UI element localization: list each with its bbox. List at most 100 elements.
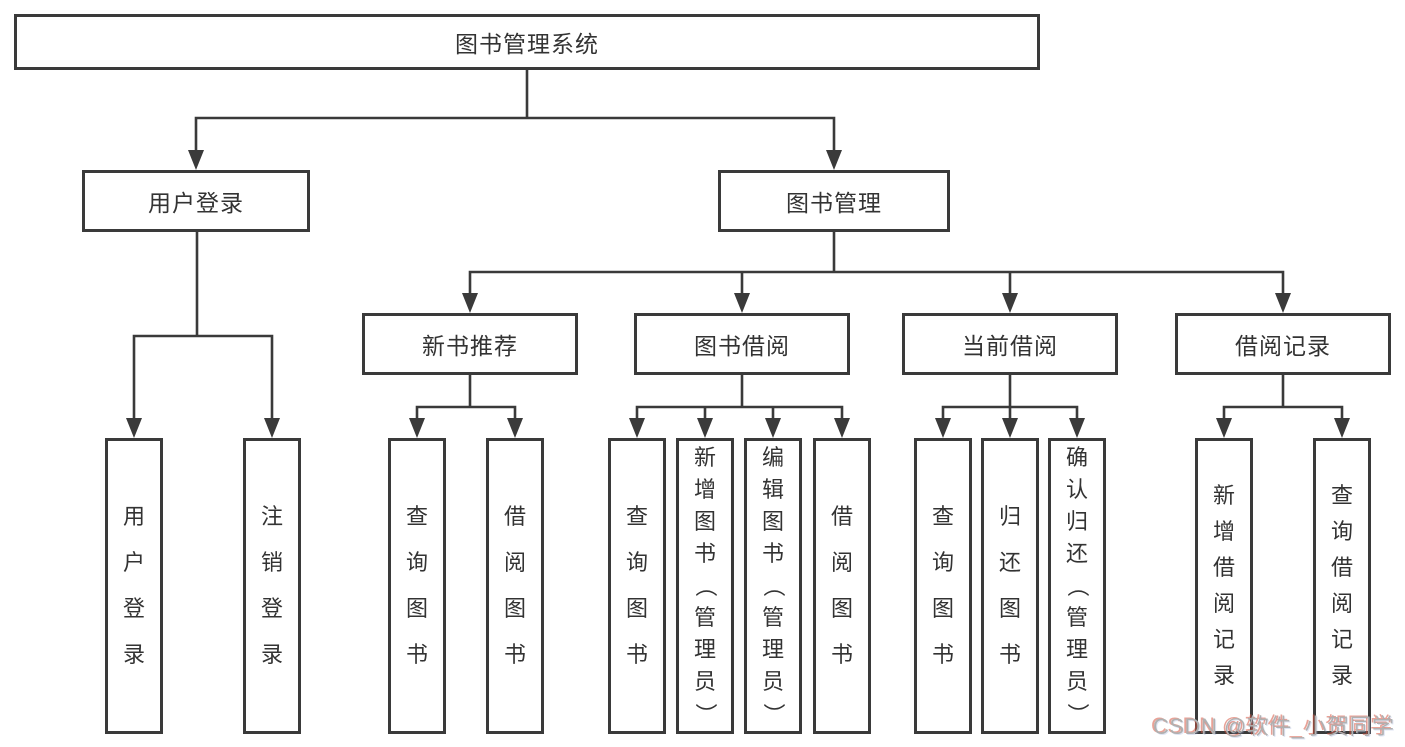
- vertical-char: 销: [260, 550, 283, 575]
- arrowhead-icon: [1002, 418, 1018, 438]
- vertical-char: 增: [1212, 519, 1235, 544]
- vertical-char: 辑: [761, 477, 784, 502]
- vertical-char: 管: [693, 605, 716, 630]
- node-new-books: 新书推荐: [362, 313, 578, 375]
- vertical-char: 图: [830, 596, 853, 621]
- vertical-char: （: [1065, 574, 1090, 597]
- node-label: 查询图书: [917, 441, 969, 731]
- vertical-char: 图: [931, 596, 954, 621]
- connector-root-to-level2: [188, 68, 842, 170]
- node-label: 借阅记录: [1235, 333, 1331, 359]
- node-label: 编辑图书（管理员）: [747, 441, 799, 731]
- vertical-char: 图: [405, 596, 428, 621]
- vertical-char: 管: [761, 605, 784, 630]
- leaf-records-add: 新增借阅记录: [1195, 438, 1253, 734]
- connector-current-borrow-branch: [935, 373, 1085, 438]
- vertical-char: 书: [405, 642, 428, 667]
- leaf-borrow-add: 新增图书（管理员）: [676, 438, 734, 734]
- connector-user-login-branch: [126, 230, 280, 438]
- vertical-char: 借: [503, 504, 526, 529]
- node-label: 新增借阅记录: [1198, 441, 1250, 731]
- vertical-char: （: [693, 574, 718, 597]
- vertical-char: 图: [693, 509, 716, 534]
- node-label: 确认归还（管理员）: [1051, 441, 1103, 731]
- node-label: 新书推荐: [422, 333, 518, 359]
- vertical-char: 询: [1330, 519, 1353, 544]
- arrowhead-icon: [507, 418, 523, 438]
- node-label: 用户登录: [108, 441, 160, 731]
- arrowhead-icon: [734, 293, 750, 313]
- connector-book-mgmt-branch: [462, 230, 1291, 313]
- leaf-borrow-borrow: 借阅图书: [813, 438, 871, 734]
- vertical-char: 记: [1330, 627, 1353, 652]
- vertical-char: 确: [1065, 445, 1088, 470]
- vertical-char: 管: [1065, 605, 1088, 630]
- vertical-char: 新: [1212, 483, 1235, 508]
- node-label: 图书管理: [786, 190, 882, 216]
- connector-book-borrow-branch: [629, 373, 850, 438]
- vertical-char: 借: [1212, 555, 1235, 580]
- vertical-char: ）: [693, 702, 718, 725]
- vertical-char: 登: [260, 596, 283, 621]
- vertical-char: 用: [122, 504, 145, 529]
- arrowhead-icon: [462, 293, 478, 313]
- connector-line: [194, 68, 836, 154]
- leaf-logout: 注销登录: [243, 438, 301, 734]
- vertical-char: 查: [1330, 483, 1353, 508]
- vertical-char: 户: [122, 550, 145, 575]
- leaf-records-query: 查询借阅记录: [1313, 438, 1371, 734]
- vertical-char: 借: [1330, 555, 1353, 580]
- watermark: CSDN @软件_小贺同学: [1153, 714, 1395, 739]
- leaf-user-login: 用户登录: [105, 438, 163, 734]
- node-root-system: 图书管理系统: [14, 14, 1040, 70]
- node-current-borrow: 当前借阅: [902, 313, 1118, 375]
- node-label: 查询借阅记录: [1316, 441, 1368, 731]
- arrowhead-icon: [1334, 418, 1350, 438]
- arrowhead-icon: [1002, 293, 1018, 313]
- node-label: 借阅图书: [489, 441, 541, 731]
- leaf-current-return: 归还图书: [981, 438, 1039, 734]
- node-label: 借阅图书: [816, 441, 868, 731]
- vertical-char: 图: [998, 596, 1021, 621]
- leaf-current-confirm: 确认归还（管理员）: [1048, 438, 1106, 734]
- vertical-char: 阅: [503, 550, 526, 575]
- vertical-char: 询: [931, 550, 954, 575]
- vertical-char: 新: [693, 445, 716, 470]
- vertical-char: 增: [693, 477, 716, 502]
- vertical-char: 询: [405, 550, 428, 575]
- arrowhead-icon: [188, 150, 204, 170]
- leaf-newbooks-query: 查询图书: [388, 438, 446, 734]
- vertical-char: 记: [1212, 627, 1235, 652]
- vertical-char: 阅: [830, 550, 853, 575]
- vertical-char: 书: [761, 541, 784, 566]
- vertical-char: 图: [625, 596, 648, 621]
- arrowhead-icon: [126, 418, 142, 438]
- arrowhead-icon: [826, 150, 842, 170]
- vertical-char: 录: [1212, 663, 1235, 688]
- arrowhead-icon: [765, 418, 781, 438]
- node-label: 查询图书: [611, 441, 663, 731]
- node-label: 新增图书（管理员）: [679, 441, 731, 731]
- connector-line: [1222, 373, 1344, 422]
- vertical-char: 员: [1065, 669, 1088, 694]
- vertical-char: 书: [830, 642, 853, 667]
- vertical-char: 阅: [1330, 591, 1353, 616]
- vertical-char: 书: [503, 642, 526, 667]
- vertical-char: 归: [1065, 509, 1088, 534]
- vertical-char: 借: [830, 504, 853, 529]
- vertical-char: 书: [693, 541, 716, 566]
- node-label: 归还图书: [984, 441, 1036, 731]
- vertical-char: 员: [693, 669, 716, 694]
- arrowhead-icon: [697, 418, 713, 438]
- node-user-login: 用户登录: [82, 170, 310, 232]
- arrowhead-icon: [409, 418, 425, 438]
- vertical-char: 注: [260, 504, 283, 529]
- vertical-char: 阅: [1212, 591, 1235, 616]
- connector-borrow-records-branch: [1216, 373, 1350, 438]
- vertical-char: （: [761, 574, 786, 597]
- vertical-char: 登: [122, 596, 145, 621]
- node-book-borrow: 图书借阅: [634, 313, 850, 375]
- vertical-char: 录: [260, 642, 283, 667]
